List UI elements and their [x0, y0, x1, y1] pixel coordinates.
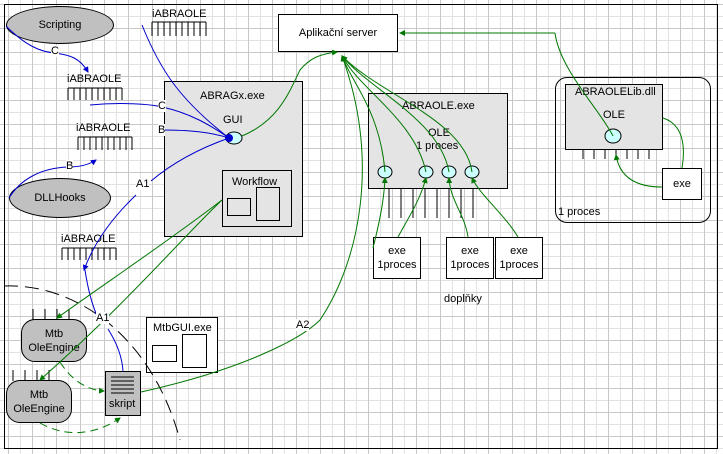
- link-addon1-to-ole1: [372, 177, 388, 249]
- link-label-a1a: A1: [136, 178, 150, 190]
- addons-label: doplňky: [444, 293, 482, 305]
- engine-label-line1: Mtb: [44, 327, 64, 340]
- mtbgui-label: MtbGUI.exe: [153, 322, 212, 334]
- abraole-title: ABRAOLE.exe: [402, 100, 475, 112]
- scripting-node[interactable]: Scripting: [6, 6, 114, 44]
- workflow-form-small: [227, 198, 251, 216]
- abraolelib-ole-label: OLE: [603, 109, 626, 121]
- dllhooks-label: DLLHooks: [34, 192, 86, 204]
- engine-1-pins: [32, 309, 70, 320]
- interface-comb-1: [151, 21, 207, 36]
- addon-proces-label: 1proces: [450, 259, 490, 271]
- mtb-oleengine-2[interactable]: Mtb OleEngine: [6, 380, 72, 423]
- link-lib-exe-to-ole: [613, 154, 663, 188]
- abraole-pins: [388, 189, 474, 218]
- link-a1-to-gui: [150, 137, 230, 182]
- mtbgui-form-large: [182, 334, 207, 368]
- scripting-label: Scripting: [38, 19, 82, 31]
- addon-exe-label: exe: [388, 245, 406, 257]
- link-dllhooks-to-interface3: [8, 159, 97, 199]
- link-label-b2: B: [66, 160, 74, 172]
- workflow-form-large: [256, 187, 280, 221]
- addon-proces-label: 1proces: [377, 259, 417, 271]
- abraolelib-exe-label: exe: [673, 178, 691, 190]
- engine-label-line2: OleEngine: [28, 341, 80, 354]
- link-addon2-to-ole2: [397, 177, 428, 238]
- gui-label: GUI: [223, 114, 243, 126]
- interface-label-3: iABRAOLE: [76, 122, 131, 134]
- interface-comb-3: [77, 136, 133, 150]
- interface-label-2: iABRAOLE: [67, 73, 122, 85]
- link-ole3-to-appserver: [341, 55, 450, 173]
- boundary-arc: [3, 285, 181, 441]
- link-workflow-to-engine1: [56, 199, 223, 319]
- dllhooks-node[interactable]: DLLHooks: [9, 178, 111, 218]
- abraolelib-proces-label: 1 proces: [558, 206, 601, 218]
- link-ole1-to-appserver: [340, 55, 386, 173]
- workflow-label: Workflow: [232, 176, 278, 188]
- engine-label-line2: OleEngine: [13, 402, 65, 415]
- addon-exe-box-2[interactable]: exe 1proces: [446, 237, 494, 279]
- link-skript-to-appserver-a2: [140, 55, 363, 393]
- interface-comb-2: [67, 87, 123, 100]
- addon-exe-label: exe: [510, 245, 528, 257]
- link-label-a2: A2: [296, 319, 310, 331]
- link-abraolelib-ole-to-appserver: [554, 32, 614, 137]
- link-label-c2: C: [158, 100, 166, 112]
- link-engine2-to-skript-dashed: [39, 417, 121, 434]
- link-label-b1: B: [158, 124, 166, 136]
- app-server-label: Aplikační server: [298, 27, 378, 39]
- abraolelib-process-container[interactable]: [555, 77, 711, 223]
- mtb-oleengine-1[interactable]: Mtb OleEngine: [21, 319, 87, 362]
- skript-lines-icon: [111, 376, 134, 394]
- addon-exe-box-3[interactable]: exe 1proces: [495, 237, 543, 279]
- abragx-title: ABRAGx.exe: [200, 90, 265, 102]
- link-engine1-to-skript-dashed: [59, 361, 105, 394]
- link-gui-to-appserver: [241, 49, 338, 137]
- abraole-proces-label: 1 proces: [416, 140, 459, 152]
- link-workflow-to-engine2: [39, 199, 223, 381]
- diagram-frame: [4, 4, 718, 449]
- link-label-a1b: A1: [96, 312, 110, 324]
- link-ole4-to-appserver: [341, 55, 473, 173]
- link-a1-to-skript: [107, 328, 124, 372]
- link-a1-to-interface4: [82, 194, 137, 271]
- link-scripting-to-interface: [5, 25, 89, 73]
- engine-label-line1: Mtb: [29, 388, 49, 401]
- addon-exe-label: exe: [461, 245, 479, 257]
- engine-2-pins: [12, 370, 50, 381]
- link-lib-to-exe: [662, 117, 684, 169]
- addon-proces-label: 1proces: [499, 259, 539, 271]
- skript-label: skript: [109, 398, 136, 410]
- link-label-c1: C: [51, 45, 59, 57]
- abraolelib-exe-box[interactable]: exe: [662, 168, 702, 200]
- mtbgui-form-small: [152, 345, 177, 362]
- abraole-ole-label: OLE: [428, 127, 451, 139]
- link-interface3-b-to-gui: [159, 129, 230, 139]
- link-interface1-to-gui: [141, 24, 230, 139]
- workflow-box[interactable]: [222, 170, 292, 227]
- link-addon3-to-ole4: [471, 177, 519, 238]
- addon-exe-box-1[interactable]: exe 1proces: [373, 237, 421, 279]
- interface-label-1: iABRAOLE: [152, 8, 207, 20]
- abraolelib-title: ABRAOLELib.dll: [575, 86, 656, 98]
- interface-comb-4: [61, 247, 117, 260]
- link-ole2-to-appserver: [341, 55, 427, 173]
- link-addon2b-to-ole3: [446, 177, 469, 238]
- app-server-box[interactable]: Aplikační server: [278, 14, 398, 52]
